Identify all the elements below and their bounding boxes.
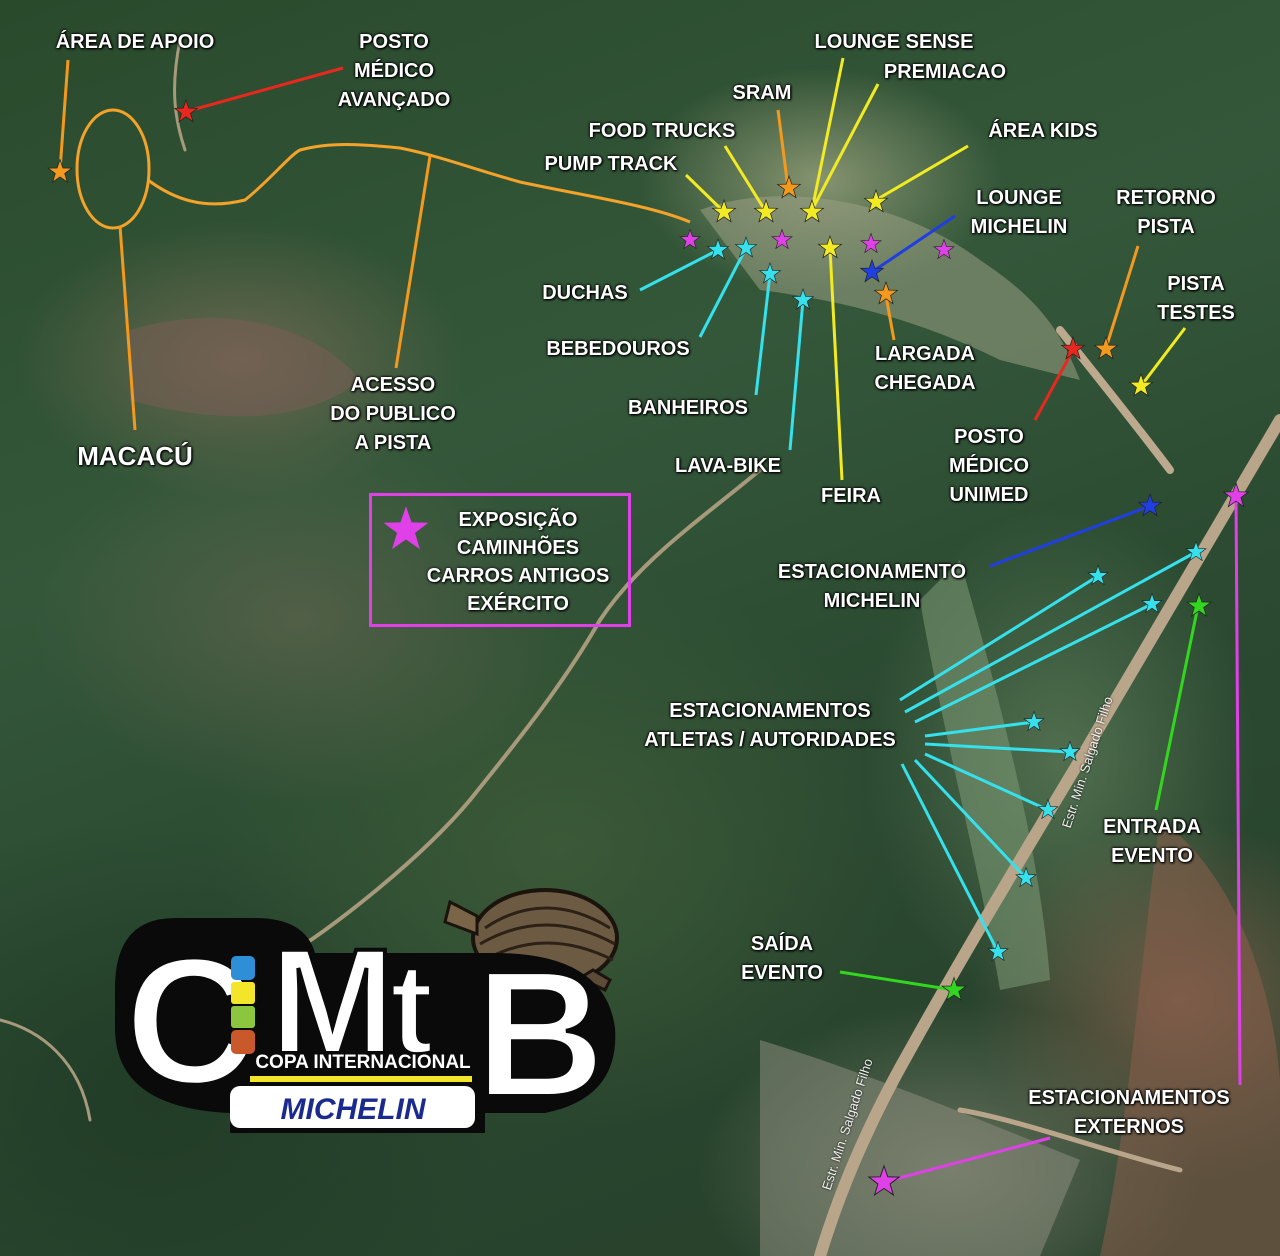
logo-yellow-bar xyxy=(250,1076,472,1082)
label-line: AVANÇADO xyxy=(337,89,451,111)
michelin-badge xyxy=(230,1086,475,1128)
logo-subtitle: COPA INTERNACIONAL xyxy=(255,1052,471,1073)
marker-area-apoio[interactable] xyxy=(47,158,73,183)
label-line: ESTACIONAMENTOS xyxy=(1028,1087,1230,1109)
exhibition-text: EXPOSIÇÃO CAMINHÕES CARROS ANTIGOS EXÉRC… xyxy=(408,506,628,618)
logo-letter-m: M xyxy=(270,917,395,1085)
label-estac-michelin: ESTACIONAMENTO MICHELIN xyxy=(778,558,966,616)
label-duchas: DUCHAS xyxy=(542,282,628,304)
label-line: EXPOSIÇÃO xyxy=(458,509,578,531)
label-line: RETORNO xyxy=(1116,187,1216,209)
label-line: DO PUBLICO xyxy=(330,403,456,425)
label-line: EXÉRCITO xyxy=(467,593,569,615)
label-line: EXTERNOS xyxy=(1073,1116,1185,1138)
label-line: CAMINHÕES xyxy=(456,537,580,559)
label-line: CHEGADA xyxy=(874,372,976,394)
logo-letter-b: B xyxy=(475,934,605,1135)
label-sram: SRAM xyxy=(732,82,792,104)
marker-estac-3[interactable] xyxy=(1141,592,1163,614)
label-line: MICHELIN xyxy=(823,590,921,612)
label-pista-testes: PISTA TESTES xyxy=(1157,270,1235,328)
roads xyxy=(0,38,1280,1256)
label-estac-externos: ESTACIONAMENTOS EXTERNOS xyxy=(1028,1084,1230,1142)
label-saida: SAÍDA EVENTO xyxy=(741,930,823,988)
label-premiacao: PREMIACAO xyxy=(883,61,1007,83)
label-line: EVENTO xyxy=(741,962,823,984)
label-line: EVENTO xyxy=(1111,845,1193,867)
label-lounge-michelin: LOUNGE MICHELIN xyxy=(971,184,1068,242)
label-macacu: MACACÚ xyxy=(77,441,193,471)
marker-retorno-pista[interactable] xyxy=(1093,336,1119,360)
logo-brand: MICHELIN xyxy=(281,1093,427,1126)
label-line: MICHELIN xyxy=(970,216,1068,238)
label-line: A PISTA xyxy=(354,432,432,454)
label-line: ESTACIONAMENTO xyxy=(777,561,967,583)
label-largada: LARGADA CHEGADA xyxy=(874,340,975,398)
label-pump-track: PUMP TRACK xyxy=(544,153,678,175)
label-line: ATLETAS / AUTORIDADES xyxy=(644,729,896,751)
label-area-apoio: ÁREA DE APOIO xyxy=(55,31,215,53)
label-bebedouros: BEBEDOUROS xyxy=(546,338,690,360)
label-line: UNIMED xyxy=(949,484,1029,506)
marker-magenta-1[interactable] xyxy=(679,228,701,250)
label-line: MÉDICO xyxy=(354,60,434,82)
leader-lines xyxy=(58,57,1242,1184)
label-line: LARGADA xyxy=(875,343,975,365)
exhibition-box[interactable]: EXPOSIÇÃO CAMINHÕES CARROS ANTIGOS EXÉRC… xyxy=(369,493,631,627)
label-acesso: ACESSO DO PUBLICO A PISTA xyxy=(330,371,456,458)
label-lounge-sense: LOUNGE SENSE xyxy=(814,31,974,53)
label-estac-atletas: ESTACIONAMENTOS ATLETAS / AUTORIDADES xyxy=(644,697,895,755)
label-retorno-pista: RETORNO PISTA xyxy=(1116,184,1216,242)
label-line: ACESSO xyxy=(350,374,436,396)
marker-estac-michelin[interactable] xyxy=(1137,493,1163,517)
label-line: ENTRADA xyxy=(1103,816,1201,838)
label-line: POSTO xyxy=(954,426,1024,448)
marker-sram[interactable] xyxy=(776,175,802,199)
label-line: MÉDICO xyxy=(949,455,1029,477)
label-line: SAÍDA xyxy=(750,933,814,955)
logo-letter-t: t xyxy=(390,935,433,1081)
cimtb-logo: C M t B COPA INTERNACIONAL MICHELIN xyxy=(115,888,619,1137)
label-posto-unimed: POSTO MÉDICO UNIMED xyxy=(949,423,1029,510)
marker-estac-4[interactable] xyxy=(1023,710,1045,732)
label-entrada: ENTRADA EVENTO xyxy=(1103,813,1201,871)
label-line: CARROS ANTIGOS xyxy=(426,565,610,587)
label-food-trucks: FOOD TRUCKS xyxy=(588,120,736,142)
label-line: LOUNGE xyxy=(976,187,1062,209)
label-line: POSTO xyxy=(359,31,429,53)
logo-color-stripes xyxy=(231,956,255,1054)
label-line: ESTACIONAMENTOS xyxy=(669,700,871,722)
label-lava-bike: LAVA-BIKE xyxy=(675,455,781,477)
marker-entrada[interactable] xyxy=(1186,592,1212,617)
label-line: TESTES xyxy=(1157,302,1235,324)
public-access-route xyxy=(75,108,691,230)
label-line: PISTA xyxy=(1137,216,1195,238)
label-banheiros: BANHEIROS xyxy=(627,397,749,419)
label-area-kids: ÁREA KIDS xyxy=(988,120,1098,142)
label-feira: FEIRA xyxy=(821,485,881,507)
label-line: PISTA xyxy=(1167,273,1225,295)
label-posto-avancado: POSTO MÉDICO AVANÇADO xyxy=(338,28,451,115)
